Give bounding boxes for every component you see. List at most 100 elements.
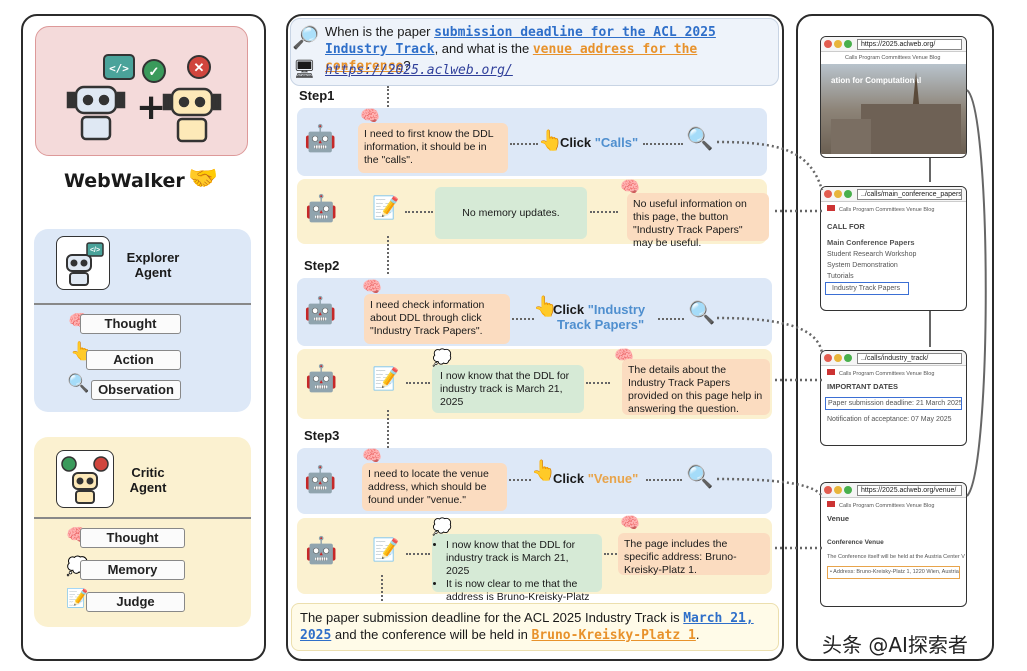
step3-click-label: Click "Venue"	[553, 471, 638, 486]
step2-judge-reject-icon: 📝	[372, 366, 400, 391]
browser-industry-url[interactable]: ../calls/industry_track/	[857, 353, 962, 364]
browser-calls-nav-text[interactable]: Calls Program Committees Venue Blog	[839, 207, 935, 213]
browser-industry: ../calls/industry_track/ Calls Program C…	[820, 350, 967, 446]
step1-observe-icon: 🔍	[686, 126, 714, 151]
web-icon: 🖥	[293, 59, 316, 79]
step1-click-label: Click "Calls"	[560, 135, 638, 150]
step3-to-answer-arrow	[381, 575, 383, 605]
step3-explorer-thought: I need to locate the venue address, whic…	[362, 463, 507, 511]
explorer-divider	[34, 303, 251, 305]
step3-explorer-robot-icon: 🤖	[304, 464, 337, 494]
step3-observation-arrow	[604, 553, 620, 555]
step1-explorer-thought: I need to first know the DDL information…	[358, 123, 508, 173]
handshake-icon: 🤝	[188, 165, 218, 192]
browser-home-banner-text: ation for Computational	[831, 76, 922, 85]
browser-home-nav[interactable]: Calls Program Committees Venue Blog	[845, 55, 941, 61]
step1-judge-reject-icon: 📝	[372, 195, 400, 220]
magnifier-doc-icon: 🔍	[67, 373, 90, 393]
step2-explorer-thought: I need check information about DDL throu…	[364, 294, 510, 344]
browser-industry-bar: ../calls/industry_track/	[821, 351, 966, 366]
minimize-dot-icon	[834, 354, 842, 362]
browser-calls-nav: Calls Program Committees Venue Blog	[821, 202, 966, 216]
step3-observation: The page includes the specific address: …	[618, 533, 770, 576]
step2-click-target-2[interactable]: Track Papers"	[557, 317, 645, 332]
step1-explorer-robot-icon: 🤖	[304, 123, 337, 153]
browser-industry-nav-text[interactable]: Calls Program Committees Venue Blog	[839, 371, 935, 377]
step3-critic-thought-icon: 🧠	[620, 515, 640, 532]
answer-prefix: The paper submission deadline for the AC…	[300, 610, 684, 625]
step1-down-arrow	[387, 86, 389, 110]
critic-thought-label: Thought	[80, 528, 185, 548]
step1-observation-arrow	[590, 211, 618, 213]
step3-click-hand-icon: 👆	[531, 460, 556, 482]
step3-critic-robot-icon: 🤖	[305, 535, 338, 565]
critic-name-line1: Critic	[131, 465, 165, 480]
close-dot-icon	[824, 40, 832, 48]
answer-suffix: .	[695, 627, 700, 642]
watermark: 头条 @AI探索者	[822, 633, 968, 657]
step1-click-target[interactable]: "Calls"	[594, 135, 639, 150]
maximize-dot-icon	[844, 190, 852, 198]
answer-box	[291, 603, 779, 651]
acl-logo-icon	[827, 369, 835, 375]
step2-thought-icon: 🧠	[362, 279, 382, 296]
step1-critic-robot-icon: 🤖	[305, 193, 338, 223]
browser-venue-heading: Venue	[827, 514, 850, 523]
answer-place[interactable]: Bruno-Kreisky-Platz 1	[531, 628, 696, 643]
browser-calls-item-tutorials[interactable]: Tutorials	[827, 273, 854, 280]
step3-memory-brain-icon: 💭	[432, 519, 452, 536]
step2-explorer-robot-icon: 🤖	[304, 295, 337, 325]
browser-home-banner: ation for Computational	[821, 64, 966, 154]
step2-click-target-1[interactable]: "Industry	[587, 302, 646, 317]
browser-calls-item-industry[interactable]: Industry Track Papers	[825, 282, 909, 295]
browser-calls-item-demo[interactable]: System Demonstration	[827, 262, 898, 269]
browser-calls: ../calls/main_conference_papers/ Calls P…	[820, 186, 967, 311]
browser-calls-url[interactable]: ../calls/main_conference_papers/	[857, 189, 962, 200]
browser-venue-nav-text[interactable]: Calls Program Committees Venue Blog	[839, 503, 935, 509]
browser-home-url[interactable]: https://2025.aclweb.org/	[857, 39, 962, 50]
query-url[interactable]: https://2025.aclweb.org/	[325, 63, 513, 78]
close-dot-icon	[824, 486, 832, 494]
judge-icon: 📝	[66, 588, 89, 608]
step2-thought-arrow	[512, 318, 534, 320]
step3-thought-arrow	[509, 479, 531, 481]
acl-logo-icon	[827, 501, 835, 507]
answer-date[interactable]: March 21, 2025	[300, 611, 754, 643]
browser-industry-nav: Calls Program Committees Venue Blog	[821, 366, 966, 380]
step1-thought-arrow	[510, 143, 538, 145]
step2-critic-robot-icon: 🤖	[305, 363, 338, 393]
webwalker-title: WebWalker	[64, 170, 185, 192]
step1-title: Step1	[299, 88, 335, 103]
step1-to-step2-arrow	[387, 236, 389, 274]
browser-venue: https://2025.aclweb.org/venue/ Calls Pro…	[820, 482, 967, 607]
query-link-deadline[interactable]: submission deadline for the ACL 2025 Ind…	[325, 25, 716, 57]
answer-text: The paper submission deadline for the AC…	[300, 610, 770, 644]
home-to-calls-line	[929, 158, 931, 182]
browser-venue-url[interactable]: https://2025.aclweb.org/venue/	[857, 485, 962, 496]
query-link-venue[interactable]: venue address for the conference	[325, 42, 698, 74]
step1-observation: No useful information on this page, the …	[627, 193, 769, 249]
maximize-dot-icon	[844, 486, 852, 494]
browser-venue-line: The Conference itself will be held at th…	[827, 554, 965, 560]
step2-observe-icon: 🔍	[688, 300, 716, 325]
explorer-thought-label: Thought	[80, 314, 181, 334]
step3-click-target[interactable]: "Venue"	[587, 471, 639, 486]
step2-click-word: Click	[553, 302, 585, 317]
answer-mid: and the conference will be held in	[331, 627, 532, 642]
step2-memory: I now know that the DDL for industry tra…	[432, 365, 584, 413]
browser-calls-item-main[interactable]: Main Conference Papers	[827, 238, 915, 247]
explorer-robot-icon: </>	[66, 242, 104, 286]
step3-memory: I now know that the DDL for industry tra…	[432, 534, 602, 616]
webwalker-logo-box: </> + ✓ ✕	[35, 26, 248, 156]
browser-industry-deadline: Paper submission deadline: 21 March 2025	[825, 397, 962, 410]
step2-click-label: Click "Industry Track Papers"	[553, 302, 645, 332]
svg-text:+: +	[136, 87, 166, 128]
calls-to-industry-line	[929, 311, 931, 347]
close-dot-icon	[824, 190, 832, 198]
browser-calls-item-srw[interactable]: Student Research Workshop	[827, 251, 917, 258]
query-prefix: When is the paper	[325, 24, 435, 39]
minimize-dot-icon	[834, 486, 842, 494]
minimize-dot-icon	[834, 190, 842, 198]
critic-robot-frame	[56, 450, 114, 508]
browser-calls-bar: ../calls/main_conference_papers/	[821, 187, 966, 202]
